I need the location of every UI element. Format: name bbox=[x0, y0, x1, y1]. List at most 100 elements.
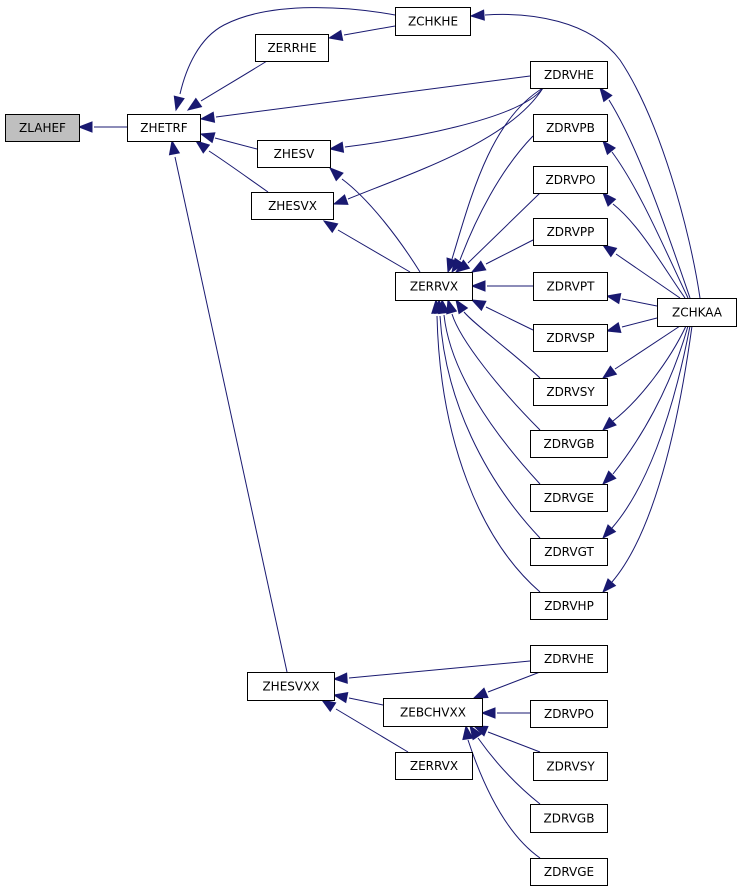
edge-arrowhead bbox=[332, 194, 349, 205]
node-box bbox=[530, 484, 608, 512]
node-label: ZHETRF bbox=[140, 121, 187, 135]
edge-zdrvge2-to-zebchvxx bbox=[462, 724, 541, 859]
edge-line bbox=[467, 192, 541, 264]
node-zerrvx2[interactable]: ZERRVX bbox=[395, 752, 473, 780]
edge-zdrvpo2-to-zebchvxx bbox=[480, 707, 530, 719]
node-label: ZDRVHE bbox=[544, 68, 594, 82]
node-zhesvx[interactable]: ZHESVX bbox=[251, 192, 334, 220]
node-zdrvpp[interactable]: ZDRVPP bbox=[533, 218, 608, 246]
node-box bbox=[530, 804, 608, 833]
node-label: ZDRVHP bbox=[544, 599, 594, 613]
node-box bbox=[533, 166, 608, 194]
node-zdrvgb2[interactable]: ZDRVGB bbox=[530, 804, 608, 833]
node-box bbox=[530, 61, 608, 89]
node-zdrvsy2[interactable]: ZDRVSY bbox=[533, 752, 608, 781]
edge-zdrvgb1-to-zerrvx1 bbox=[446, 298, 541, 431]
node-box bbox=[255, 34, 329, 62]
node-zdrvsp[interactable]: ZDRVSP bbox=[533, 324, 608, 352]
edge-line bbox=[451, 313, 541, 431]
node-zhesvxx[interactable]: ZHESVXX bbox=[247, 672, 335, 701]
node-box bbox=[395, 7, 471, 36]
node-box bbox=[530, 592, 608, 620]
node-zdrvgt[interactable]: ZDRVGT bbox=[530, 538, 608, 566]
edge-arrowhead bbox=[320, 699, 337, 713]
node-zdrvgb1[interactable]: ZDRVGB bbox=[530, 430, 608, 458]
edge-line bbox=[343, 25, 396, 36]
edge-line bbox=[484, 13, 701, 299]
node-zdrvhp[interactable]: ZDRVHP bbox=[530, 592, 608, 620]
edge-zhetrf-to-zlahef bbox=[77, 121, 127, 133]
edge-line bbox=[439, 315, 541, 539]
edge-line bbox=[612, 203, 686, 299]
edge-arrowhead bbox=[602, 470, 617, 485]
edge-arrowhead bbox=[602, 524, 617, 540]
node-label: ZHESVX bbox=[268, 199, 317, 213]
edge-arrowhead bbox=[472, 687, 489, 699]
node-label: ZLAHEF bbox=[19, 121, 66, 135]
edge-zchkaa-to-zdrvpb bbox=[602, 139, 689, 299]
edge-arrowhead bbox=[454, 259, 471, 273]
edge-arrowhead bbox=[605, 321, 622, 334]
node-label: ZEBCHVXX bbox=[400, 706, 466, 720]
node-zlahef[interactable]: ZLAHEF bbox=[5, 114, 80, 142]
edge-line bbox=[487, 671, 541, 693]
node-layer: ZLAHEF ZHETRF ZERRHE ZCHKHE ZHESV ZHESVX ZERRV… bbox=[5, 7, 737, 886]
node-zerrvx1[interactable]: ZERRVX bbox=[395, 272, 473, 301]
node-zdrvpt[interactable]: ZDRVPT bbox=[533, 272, 608, 301]
node-zdrvge2[interactable]: ZDRVGE bbox=[530, 858, 608, 886]
edge-zdrvsp-to-zerrvx1 bbox=[470, 299, 534, 331]
node-zdrvhe2[interactable]: ZDRVHE bbox=[530, 645, 608, 673]
node-box bbox=[127, 114, 201, 142]
node-label: ZDRVPO bbox=[545, 173, 595, 187]
node-zdrvpo1[interactable]: ZDRVPO bbox=[533, 166, 608, 194]
node-zhesv[interactable]: ZHESV bbox=[257, 140, 331, 168]
node-zdrvhe1[interactable]: ZDRVHE bbox=[530, 61, 608, 89]
edge-line bbox=[459, 135, 534, 261]
node-label: ZDRVPP bbox=[547, 225, 595, 239]
edge-line bbox=[335, 708, 409, 753]
edge-zdrvpo1-to-zerrvx1 bbox=[454, 192, 541, 273]
node-label: ZDRVSY bbox=[546, 385, 595, 399]
node-zchkhe[interactable]: ZCHKHE bbox=[395, 7, 471, 36]
edge-zhesvxx-to-zhetrf bbox=[168, 139, 288, 673]
edge-arrowhead bbox=[470, 299, 487, 312]
node-label: ZDRVGE bbox=[544, 491, 594, 505]
node-label: ZDRVGB bbox=[544, 437, 595, 451]
edge-line bbox=[215, 75, 531, 118]
edge-line bbox=[348, 660, 531, 679]
edge-line bbox=[208, 150, 269, 193]
node-zdrvpo2[interactable]: ZDRVPO bbox=[530, 700, 608, 728]
node-zebchvxx[interactable]: ZEBCHVXX bbox=[383, 698, 483, 727]
edge-arrowhead bbox=[451, 257, 465, 274]
edge-arrowhead bbox=[186, 97, 203, 111]
node-box bbox=[257, 140, 331, 168]
node-zchkaa[interactable]: ZCHKAA bbox=[657, 298, 737, 327]
edge-arrowhead bbox=[332, 672, 348, 684]
node-zdrvsy1[interactable]: ZDRVSY bbox=[533, 378, 608, 406]
edge-zdrvhe1-to-zhesv bbox=[328, 87, 544, 153]
node-box bbox=[533, 324, 608, 352]
edge-line bbox=[615, 253, 681, 299]
edge-arrowhead bbox=[599, 86, 613, 103]
node-zhetrf[interactable]: ZHETRF bbox=[127, 114, 201, 142]
edge-arrowhead bbox=[322, 220, 339, 234]
edge-arrowhead bbox=[601, 365, 618, 379]
node-label: ZCHKHE bbox=[408, 15, 458, 29]
edge-line bbox=[347, 87, 544, 200]
node-label: ZDRVGB bbox=[544, 812, 595, 826]
edge-arrowhead bbox=[602, 578, 617, 594]
edge-line bbox=[451, 87, 544, 260]
edge-zerrhe-to-zhetrf bbox=[186, 60, 268, 111]
node-label: ZERRVX bbox=[410, 280, 458, 294]
edge-line bbox=[214, 137, 258, 150]
node-zdrvpb[interactable]: ZDRVPB bbox=[533, 114, 608, 142]
node-label: ZHESVXX bbox=[262, 680, 319, 694]
node-label: ZERRHE bbox=[267, 41, 316, 55]
node-zerrhe[interactable]: ZERRHE bbox=[255, 34, 329, 62]
node-zdrvge1[interactable]: ZDRVGE bbox=[530, 484, 608, 512]
edge-line bbox=[174, 156, 288, 673]
edge-line bbox=[487, 731, 541, 753]
edge-arrowhead bbox=[328, 167, 344, 182]
edge-zdrvsy2-to-zebchvxx bbox=[472, 725, 541, 753]
